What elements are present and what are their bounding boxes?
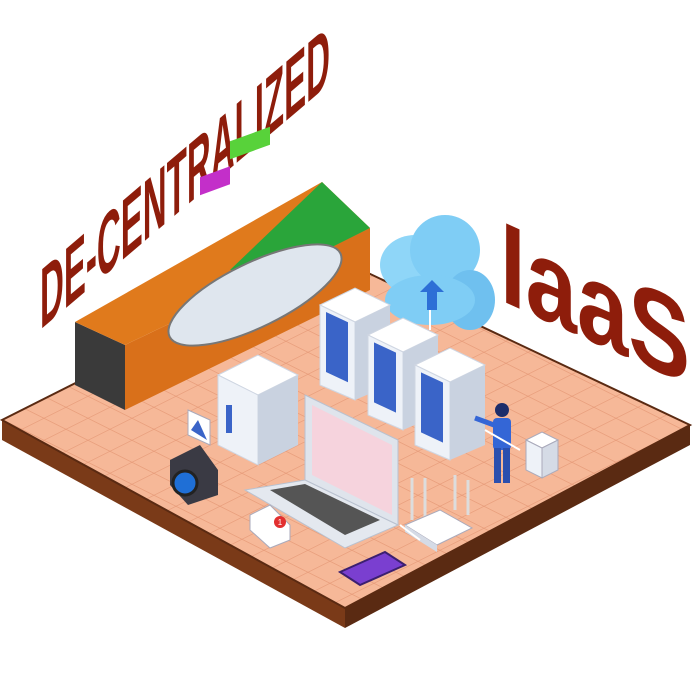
desktop-tower (216, 354, 300, 466)
data-center-container (75, 126, 370, 410)
technician-figure (474, 403, 511, 483)
image-icon (187, 409, 211, 446)
notification-badge (274, 516, 286, 528)
server-rack (413, 347, 487, 461)
email-icon: 1 (249, 504, 291, 549)
server-rack-group (216, 287, 487, 466)
cloud-icon (380, 215, 495, 330)
document-stack (524, 431, 560, 479)
wifi-router (403, 475, 474, 552)
smartphone (337, 550, 408, 587)
notification-count: 1 (278, 518, 283, 527)
camera-icon (170, 445, 218, 505)
network-cables (399, 310, 521, 541)
laptop (243, 394, 400, 549)
upload-arrow-icon (420, 280, 444, 310)
